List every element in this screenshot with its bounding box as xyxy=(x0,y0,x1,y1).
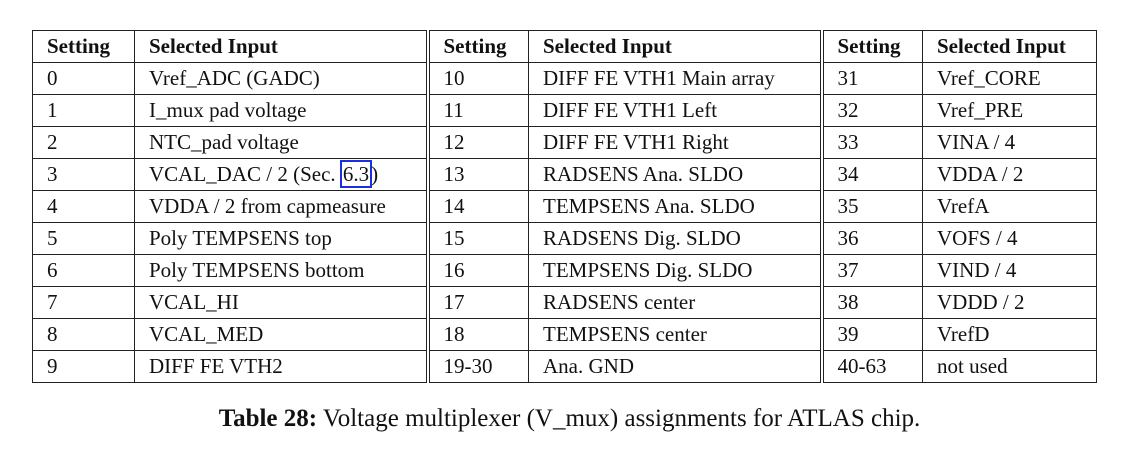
setting-cell: 37 xyxy=(819,254,923,287)
selected-input-cell: VCAL_MED xyxy=(134,318,428,351)
selected-input-cell: TEMPSENS center xyxy=(528,318,822,351)
selected-input-cell: DIFF FE VTH1 Right xyxy=(528,126,822,159)
setting-cell: 35 xyxy=(819,190,923,223)
selected-input-cell: VrefA xyxy=(922,190,1097,223)
selected-input-cell: NTC_pad voltage xyxy=(134,126,428,159)
selected-input-cell: VINA / 4 xyxy=(922,126,1097,159)
setting-cell: 12 xyxy=(425,126,529,159)
table-header-row: Setting Selected Input Setting Selected … xyxy=(32,30,1097,63)
table-row: 1 I_mux pad voltage 11 DIFF FE VTH1 Left… xyxy=(32,94,1097,127)
table-row: 5 Poly TEMPSENS top 15 RADSENS Dig. SLDO… xyxy=(32,222,1097,255)
selected-input-cell: DIFF FE VTH1 Left xyxy=(528,94,822,127)
setting-cell: 0 xyxy=(32,62,135,95)
row3-input-suffix: ) xyxy=(371,162,379,186)
setting-cell: 38 xyxy=(819,286,923,319)
caption-text: Voltage multiplexer (V_mux) assignments … xyxy=(317,405,921,432)
setting-cell: 4 xyxy=(32,190,135,223)
selected-input-cell: VCAL_HI xyxy=(134,286,428,319)
table-row: 3 VCAL_DAC / 2 (Sec. 6.3) 13 RADSENS Ana… xyxy=(32,158,1097,191)
setting-cell: 11 xyxy=(425,94,529,127)
selected-input-cell: not used xyxy=(922,350,1097,383)
setting-cell: 5 xyxy=(32,222,135,255)
header-setting-2: Setting xyxy=(425,30,529,63)
header-setting-3: Setting xyxy=(819,30,923,63)
caption-label: Table 28: xyxy=(218,405,318,432)
setting-cell: 10 xyxy=(425,62,529,95)
header-selected-input-1: Selected Input xyxy=(134,30,428,63)
setting-cell: 32 xyxy=(819,94,923,127)
table-row: 2 NTC_pad voltage 12 DIFF FE VTH1 Right … xyxy=(32,126,1097,159)
header-selected-input-3: Selected Input xyxy=(922,30,1097,63)
setting-cell: 19-30 xyxy=(425,350,529,383)
header-selected-input-2: Selected Input xyxy=(528,30,822,63)
setting-cell: 16 xyxy=(425,254,529,287)
setting-cell: 1 xyxy=(32,94,135,127)
setting-cell: 3 xyxy=(32,158,135,191)
header-setting-1: Setting xyxy=(32,30,135,63)
selected-input-cell: Vref_ADC (GADC) xyxy=(134,62,428,95)
setting-cell: 17 xyxy=(425,286,529,319)
setting-cell: 31 xyxy=(819,62,923,95)
selected-input-cell: RADSENS center xyxy=(528,286,822,319)
setting-cell: 39 xyxy=(819,318,923,351)
table-row: 6 Poly TEMPSENS bottom 16 TEMPSENS Dig. … xyxy=(32,254,1097,287)
setting-cell: 34 xyxy=(819,158,923,191)
setting-cell: 40-63 xyxy=(819,350,923,383)
setting-cell: 8 xyxy=(32,318,135,351)
setting-cell: 13 xyxy=(425,158,529,191)
selected-input-cell: I_mux pad voltage xyxy=(134,94,428,127)
selected-input-cell: Poly TEMPSENS top xyxy=(134,222,428,255)
selected-input-cell: VDDD / 2 xyxy=(922,286,1097,319)
selected-input-cell: VDDA / 2 xyxy=(922,158,1097,191)
table-row: 9 DIFF FE VTH2 19-30 Ana. GND 40-63 not … xyxy=(32,350,1097,383)
setting-cell: 15 xyxy=(425,222,529,255)
setting-cell: 2 xyxy=(32,126,135,159)
section-reference-link[interactable]: 6.3 xyxy=(339,160,373,188)
table-row: 8 VCAL_MED 18 TEMPSENS center 39 VrefD xyxy=(32,318,1097,351)
row3-input-prefix: VCAL_DAC / 2 (Sec. xyxy=(149,162,341,186)
selected-input-cell: DIFF FE VTH1 Main array xyxy=(528,62,822,95)
selected-input-cell: VIND / 4 xyxy=(922,254,1097,287)
selected-input-cell: DIFF FE VTH2 xyxy=(134,350,428,383)
selected-input-cell: TEMPSENS Ana. SLDO xyxy=(528,190,822,223)
selected-input-cell: VOFS / 4 xyxy=(922,222,1097,255)
setting-cell: 6 xyxy=(32,254,135,287)
vmux-assignment-table: Setting Selected Input Setting Selected … xyxy=(32,30,1097,383)
selected-input-cell: VrefD xyxy=(922,318,1097,351)
selected-input-cell: Vref_CORE xyxy=(922,62,1097,95)
selected-input-cell: TEMPSENS Dig. SLDO xyxy=(528,254,822,287)
selected-input-cell: Vref_PRE xyxy=(922,94,1097,127)
setting-cell: 36 xyxy=(819,222,923,255)
selected-input-cell: RADSENS Ana. SLDO xyxy=(528,158,822,191)
selected-input-cell: Ana. GND xyxy=(528,350,822,383)
selected-input-cell: Poly TEMPSENS bottom xyxy=(134,254,428,287)
selected-input-cell: RADSENS Dig. SLDO xyxy=(528,222,822,255)
table-row: 0 Vref_ADC (GADC) 10 DIFF FE VTH1 Main a… xyxy=(32,62,1097,95)
table-row: 7 VCAL_HI 17 RADSENS center 38 VDDD / 2 xyxy=(32,286,1097,319)
setting-cell: 9 xyxy=(32,350,135,383)
setting-cell: 14 xyxy=(425,190,529,223)
setting-cell: 33 xyxy=(819,126,923,159)
selected-input-cell: VDDA / 2 from capmeasure xyxy=(134,190,428,223)
setting-cell: 7 xyxy=(32,286,135,319)
table-caption: Table 28: Voltage multiplexer (V_mux) as… xyxy=(0,405,1139,433)
selected-input-cell: VCAL_DAC / 2 (Sec. 6.3) xyxy=(134,158,428,191)
table-row: 4 VDDA / 2 from capmeasure 14 TEMPSENS A… xyxy=(32,190,1097,223)
setting-cell: 18 xyxy=(425,318,529,351)
